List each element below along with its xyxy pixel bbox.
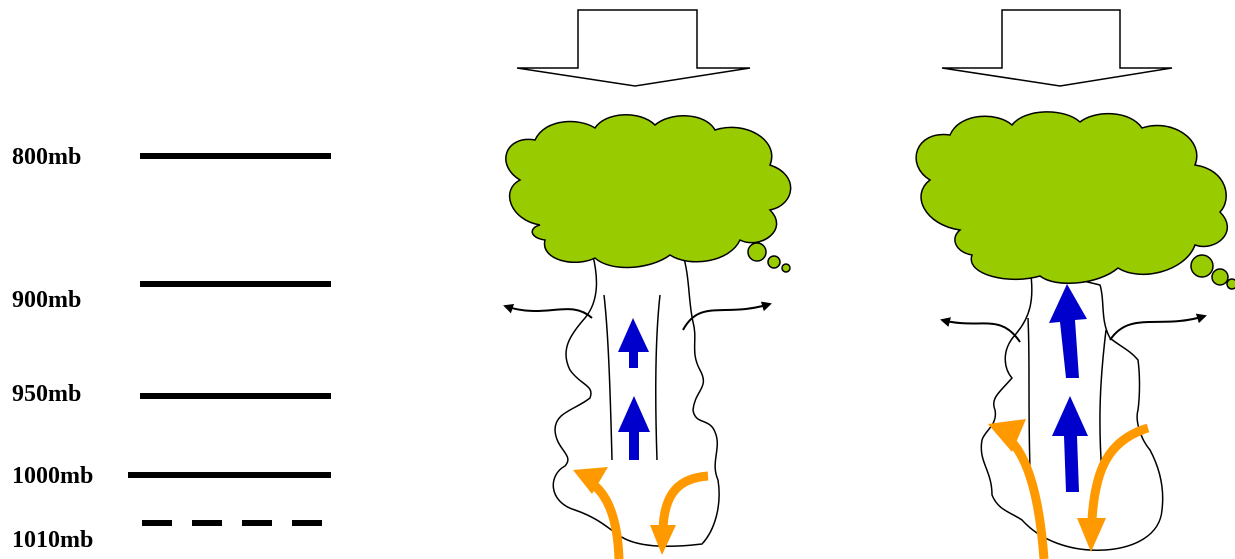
outflow-arrow-right	[683, 304, 770, 330]
level-label-950: 950mb	[12, 381, 81, 407]
cloud-column	[553, 252, 719, 546]
subsidence-arrow	[517, 10, 750, 86]
right-cloud-panel	[916, 10, 1235, 559]
outflow-arrow-left	[505, 306, 592, 318]
level-label-900: 900mb	[12, 287, 81, 313]
level-label-800: 800mb	[12, 144, 81, 170]
subsidence-arrow	[942, 10, 1172, 86]
cloud-top	[506, 115, 791, 272]
cloud-top	[916, 112, 1235, 289]
level-label-1000: 1000mb	[12, 463, 93, 489]
outflow-arrow-left	[942, 320, 1020, 342]
outflow-arrow-right	[1110, 316, 1205, 340]
pressure-scale: 800mb 900mb 950mb 1000mb 1010mb	[12, 144, 331, 553]
left-cloud-panel	[505, 10, 791, 559]
level-label-1010: 1010mb	[12, 527, 93, 553]
